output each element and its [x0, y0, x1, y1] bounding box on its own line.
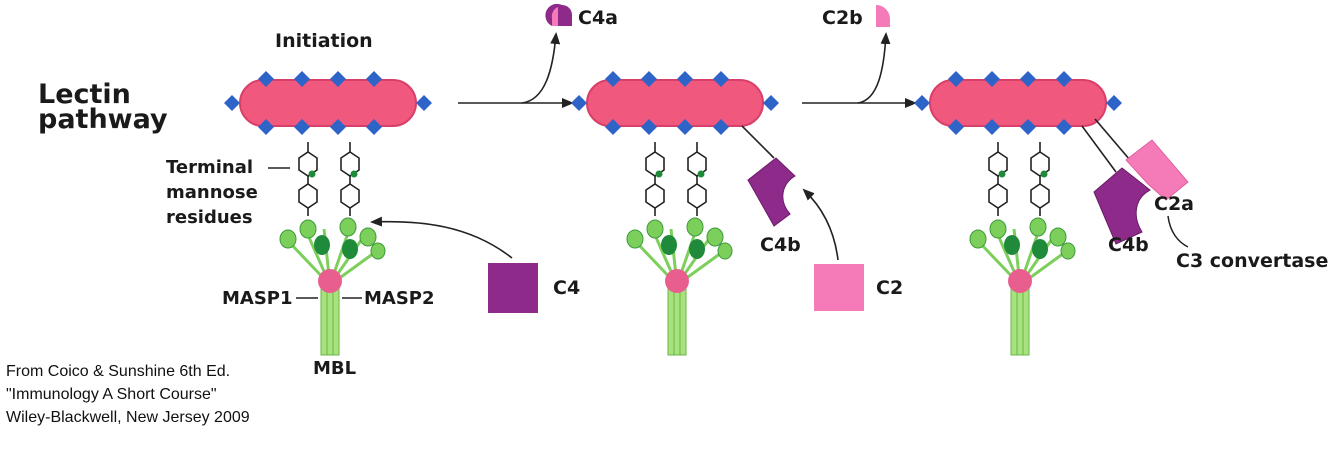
- mannose-chain-1a: [298, 141, 318, 217]
- citation-line-1: From Coico & Sunshine 6th Ed.: [6, 363, 231, 380]
- c2a-label: C2a: [1154, 193, 1194, 215]
- c4-label: C4: [553, 277, 580, 299]
- c4-molecule: [488, 263, 538, 313]
- c4b-label-1: C4b: [760, 234, 801, 256]
- c3-convertase-pointer: [1167, 215, 1189, 248]
- c4-binding-arrow: [370, 216, 513, 259]
- mannose-chain-2a: [645, 141, 665, 217]
- citation-line-3: Wiley-Blackwell, New Jersey 2009: [6, 409, 250, 426]
- mannose-chain-3a: [988, 141, 1008, 217]
- c4b-bound-1: [747, 157, 796, 227]
- c2b-label: C2b: [822, 7, 863, 29]
- microbe-surface-2: [570, 70, 780, 136]
- mannose-chain-1b: [340, 141, 360, 217]
- c2a-bound: [1125, 139, 1189, 201]
- mannose-chain-2b: [687, 141, 707, 217]
- pathway-title-line2: pathway: [38, 104, 168, 135]
- pathway-title-line1: Lectin: [38, 79, 131, 110]
- c2-label: C2: [876, 277, 903, 299]
- c4a-fragment: [545, 3, 572, 26]
- mbl-complex-3: [968, 216, 1077, 357]
- stage-initiation-label: Initiation: [275, 30, 373, 52]
- c4a-label: C4a: [578, 7, 618, 29]
- c2b-fragment: [876, 4, 891, 27]
- c3-convertase-label: C3 convertase: [1176, 250, 1328, 272]
- c2a-attachment-line-3: [1094, 118, 1131, 161]
- masp2-label: MASP2: [364, 288, 435, 309]
- c2-binding-arrow: [802, 188, 839, 261]
- c4b-attachment-line-3: [1081, 125, 1117, 173]
- mbl-complex-2: [625, 216, 734, 357]
- c2-molecule: [814, 264, 864, 311]
- terminal-label: Terminal: [166, 157, 253, 178]
- mannose-chain-3b: [1030, 141, 1050, 217]
- c2b-release-arrow: [857, 32, 891, 104]
- c4b-label-2: C4b: [1108, 234, 1149, 256]
- microbe-surface-1: [223, 70, 433, 136]
- citation-line-2: "Immunology A Short Course": [6, 386, 217, 403]
- mannose-label: mannose: [166, 182, 258, 203]
- mbl-complex-1: [278, 216, 387, 357]
- c4b-attachment-line: [741, 125, 775, 159]
- masp1-label: MASP1: [222, 288, 293, 309]
- residues-label: residues: [166, 207, 253, 228]
- mbl-label: MBL: [313, 358, 356, 379]
- c4a-fragment-edge: [551, 7, 558, 26]
- c4a-release-arrow: [521, 32, 561, 104]
- microbe-surface-3: [913, 70, 1123, 136]
- c4b-bound-2: [1093, 167, 1151, 245]
